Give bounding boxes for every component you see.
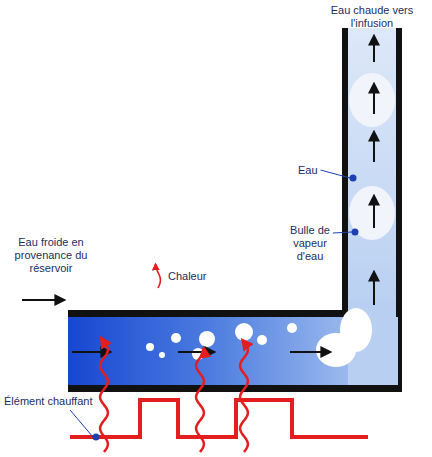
- inlet-label: Eau froide en provenance du réservoir: [12, 236, 90, 275]
- heat-wave-arrow: [156, 264, 161, 288]
- water-label: Eau: [298, 164, 324, 177]
- leader-line: [333, 232, 352, 233]
- heating-element: [70, 400, 368, 437]
- water-vertical: [348, 28, 396, 320]
- heat-waves: [100, 264, 248, 452]
- heat-wave-arrow: [196, 348, 204, 452]
- leader-line: [70, 410, 93, 437]
- heater-dot: [93, 434, 100, 441]
- heater-label: Élément chauffant: [4, 395, 104, 408]
- leader-line: [321, 170, 350, 178]
- water-dot: [350, 175, 357, 182]
- heat-wave-arrow: [240, 340, 248, 452]
- heat-label: Chaleur: [168, 270, 228, 283]
- bubble-dot: [352, 229, 359, 236]
- inlet-arrow: [22, 299, 64, 301]
- flow-arrows: [72, 36, 374, 352]
- steam-bubbles: [146, 73, 395, 367]
- pipe-wall: [68, 28, 402, 392]
- outlet-label: Eau chaude vers l'infusion: [320, 4, 424, 30]
- heat-wave-arrow: [100, 338, 108, 452]
- bubble-label: Bulle de vapeur d'eau: [286, 224, 334, 263]
